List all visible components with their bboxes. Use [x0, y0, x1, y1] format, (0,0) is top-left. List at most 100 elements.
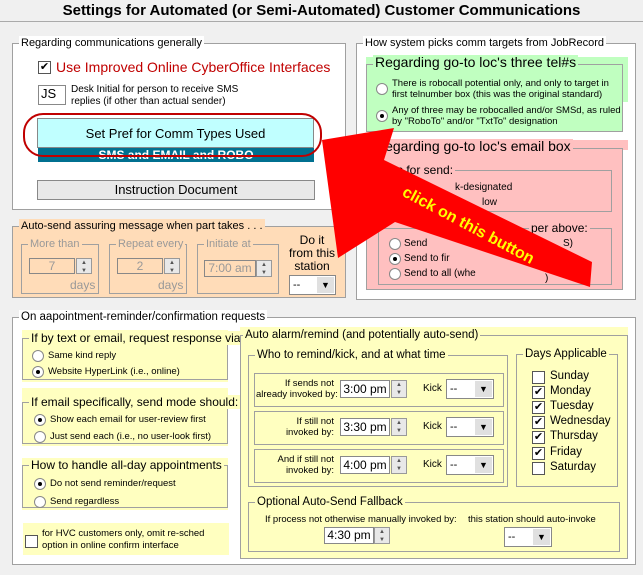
days-label: days	[158, 278, 184, 292]
general-legend: Regarding communications generally	[19, 36, 204, 50]
targets-legend: How system picks comm targets from JobRe…	[363, 36, 607, 50]
remind-time-input[interactable]: 4:00 pm	[340, 456, 390, 474]
chevron-down-icon: ▼	[475, 419, 492, 435]
desk-initial-label-1: Desk Initial for person to receive SMS	[71, 84, 239, 95]
repeat-every-input[interactable]: 2	[117, 258, 163, 274]
mode-review-radio[interactable]	[34, 414, 46, 426]
day-checkbox-friday[interactable]: ✔	[532, 447, 545, 460]
day-label: Sunday	[550, 370, 590, 382]
window-title: Settings for Automated (or Semi-Automate…	[0, 0, 643, 22]
email-sub1-opt2: low	[482, 197, 498, 208]
repeat-every-label: Repeat every	[116, 237, 186, 251]
day-label: Thursday	[550, 430, 598, 442]
email-option-1-radio[interactable]	[389, 238, 401, 250]
day-label: Saturday	[550, 461, 597, 473]
fallback-label-left: If process not otherwise manually invoke…	[265, 514, 457, 525]
remind-time-input[interactable]: 3:30 pm	[340, 418, 390, 436]
email-option-3-label: Send to all (whe	[404, 268, 476, 279]
email-option-3-tail: )	[545, 273, 549, 284]
chevron-down-icon: ▼	[317, 277, 334, 293]
kick-label: Kick	[423, 383, 442, 394]
who-legend: Who to remind/kick, and at what time	[255, 348, 448, 362]
more-than-input[interactable]: 7	[29, 258, 75, 274]
initiate-at-label: Initiate at	[204, 237, 253, 251]
use-improved-checkbox[interactable]: ✔	[38, 61, 51, 74]
response-legend: If by text or email, request response vi…	[29, 331, 246, 345]
set-pref-comm-types-button[interactable]: Set Pref for Comm Types Used	[37, 118, 314, 148]
more-than-spinner[interactable]: ▲▼	[76, 258, 92, 274]
kick-dropdown[interactable]: --▼	[446, 455, 494, 475]
day-label: Wednesday	[550, 415, 611, 427]
kick-label: Kick	[423, 459, 442, 470]
chevron-down-icon: ▼	[533, 529, 550, 545]
alarm-legend: Auto alarm/remind (and potentially auto-…	[243, 328, 481, 342]
day-label: Friday	[550, 446, 582, 458]
fallback-station-value: --	[508, 531, 516, 543]
day-checkbox-thursday[interactable]: ✔	[532, 431, 545, 444]
tel-option-2-radio[interactable]	[376, 110, 388, 122]
response-same-kind-label: Same kind reply	[48, 350, 117, 361]
desk-initial-label-2: replies (if other than actual sender)	[71, 96, 226, 107]
initiate-at-input[interactable]: 7:00 am	[204, 260, 256, 277]
chevron-down-icon: ▼	[475, 457, 492, 473]
mode-review-label: Show each email for user-review first	[50, 414, 206, 425]
day-label: Monday	[550, 385, 591, 397]
mode-just-send-label: Just send each (i.e., no user-look first…	[50, 431, 212, 442]
station-dropdown[interactable]: -- ▼	[289, 275, 336, 295]
remind-time-spinner[interactable]: ▲▼	[391, 456, 407, 474]
email-sub1-opt1: k-designated	[455, 182, 513, 193]
tel-option-1-radio[interactable]	[376, 83, 388, 95]
kick-dropdown[interactable]: --▼	[446, 379, 494, 399]
tel-legend: Regarding go-to loc's three tel#s	[373, 54, 579, 70]
fallback-station-dropdown[interactable]: -- ▼	[504, 527, 552, 547]
allday-no-send-radio[interactable]	[34, 478, 46, 490]
kick-label: Kick	[423, 421, 442, 432]
fallback-label-right: this station should auto-invoke	[468, 514, 596, 525]
fallback-time-input[interactable]: 4:30 pm	[324, 527, 374, 544]
more-than-label: More than	[28, 237, 82, 251]
days-legend: Days Applicable	[523, 347, 609, 361]
response-hyperlink-radio[interactable]	[32, 366, 44, 378]
allday-legend: How to handle all-day appointments	[29, 458, 224, 472]
response-same-kind-radio[interactable]	[32, 350, 44, 362]
tel-option-1-label: There is robocall potential only, and on…	[392, 78, 609, 100]
day-label: Tuesday	[550, 400, 594, 412]
email-option-3-radio[interactable]	[389, 268, 401, 280]
kick-dropdown[interactable]: --▼	[446, 417, 494, 437]
highlight-ellipse	[23, 113, 322, 157]
remind-time-input[interactable]: 3:00 pm	[340, 380, 390, 398]
autosend-legend: Auto-send assuring message when part tak…	[19, 219, 265, 233]
remind-time-spinner[interactable]: ▲▼	[391, 380, 407, 398]
email-option-1-tail: S)	[563, 238, 573, 249]
fallback-time-spinner[interactable]: ▲▼	[374, 527, 390, 544]
email-sub2-legend: per above:	[529, 221, 590, 235]
day-checkbox-sunday[interactable]	[532, 371, 545, 384]
day-checkbox-wednesday[interactable]: ✔	[532, 416, 545, 429]
arrow-shape	[322, 128, 592, 287]
instruction-document-button[interactable]: Instruction Document	[37, 180, 315, 200]
station-value: --	[293, 279, 301, 291]
tel-option-2-label: Any of three may be robocalled and/or SM…	[392, 105, 621, 127]
email-legend: Regarding go-to loc's email box	[373, 138, 573, 154]
day-checkbox-saturday[interactable]	[532, 462, 545, 475]
allday-send-radio[interactable]	[34, 496, 46, 508]
email-option-1-label: Send	[404, 238, 428, 249]
day-checkbox-monday[interactable]: ✔	[532, 386, 545, 399]
remind-time-spinner[interactable]: ▲▼	[391, 418, 407, 436]
allday-no-send-label: Do not send reminder/request	[50, 478, 176, 489]
mode-just-send-radio[interactable]	[34, 431, 46, 443]
email-option-2-radio[interactable]	[389, 253, 401, 265]
day-checkbox-tuesday[interactable]: ✔	[532, 401, 545, 414]
repeat-every-spinner[interactable]: ▲▼	[164, 258, 180, 274]
initiate-at-spinner[interactable]: ▲▼	[256, 260, 272, 277]
desk-initial-input[interactable]: JS	[38, 85, 66, 105]
station-label-2: from this	[288, 246, 335, 260]
hvc-checkbox[interactable]	[25, 535, 38, 548]
station-label-3: station	[294, 259, 330, 273]
response-hyperlink-label: Website HyperLink (i.e., online)	[48, 366, 180, 377]
